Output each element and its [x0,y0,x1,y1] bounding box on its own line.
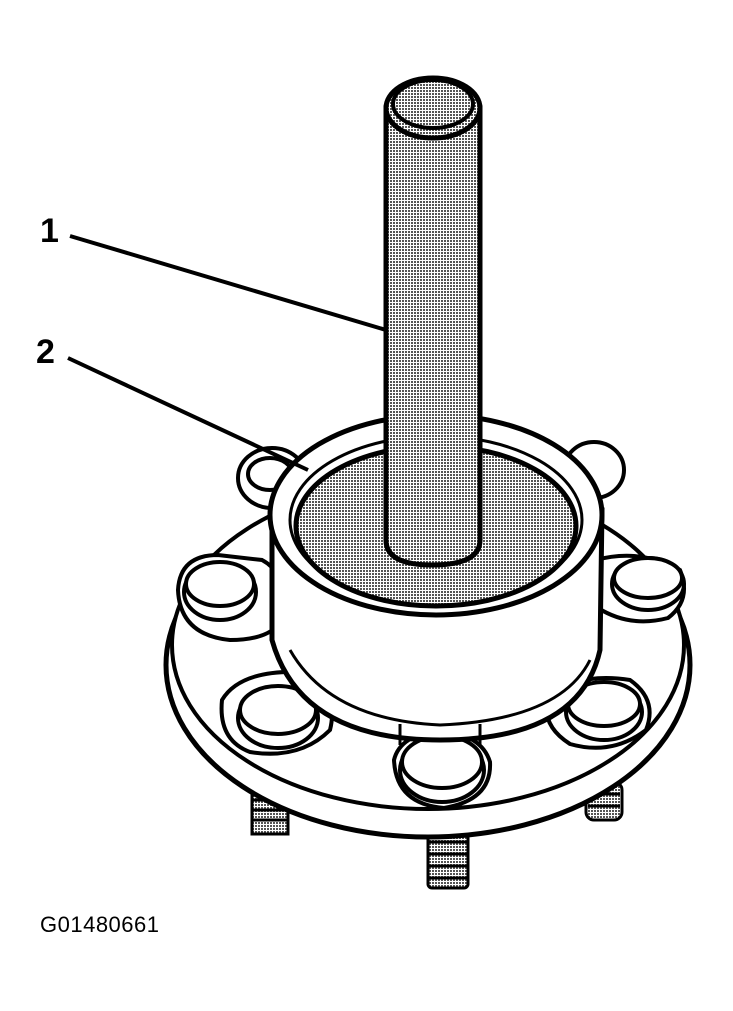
lug-boss-right [593,553,686,624]
leader-line-2 [67,356,309,472]
callout-label-2: 2 [36,333,55,371]
installer-tool [383,75,483,568]
callout-label-1: 1 [40,212,59,250]
lug-boss-left [175,552,286,643]
figure-id-label: G01480661 [40,912,160,937]
leader-line-1 [69,234,387,332]
leader-lines [67,234,387,472]
lug-boss-bottom-left [219,669,334,756]
